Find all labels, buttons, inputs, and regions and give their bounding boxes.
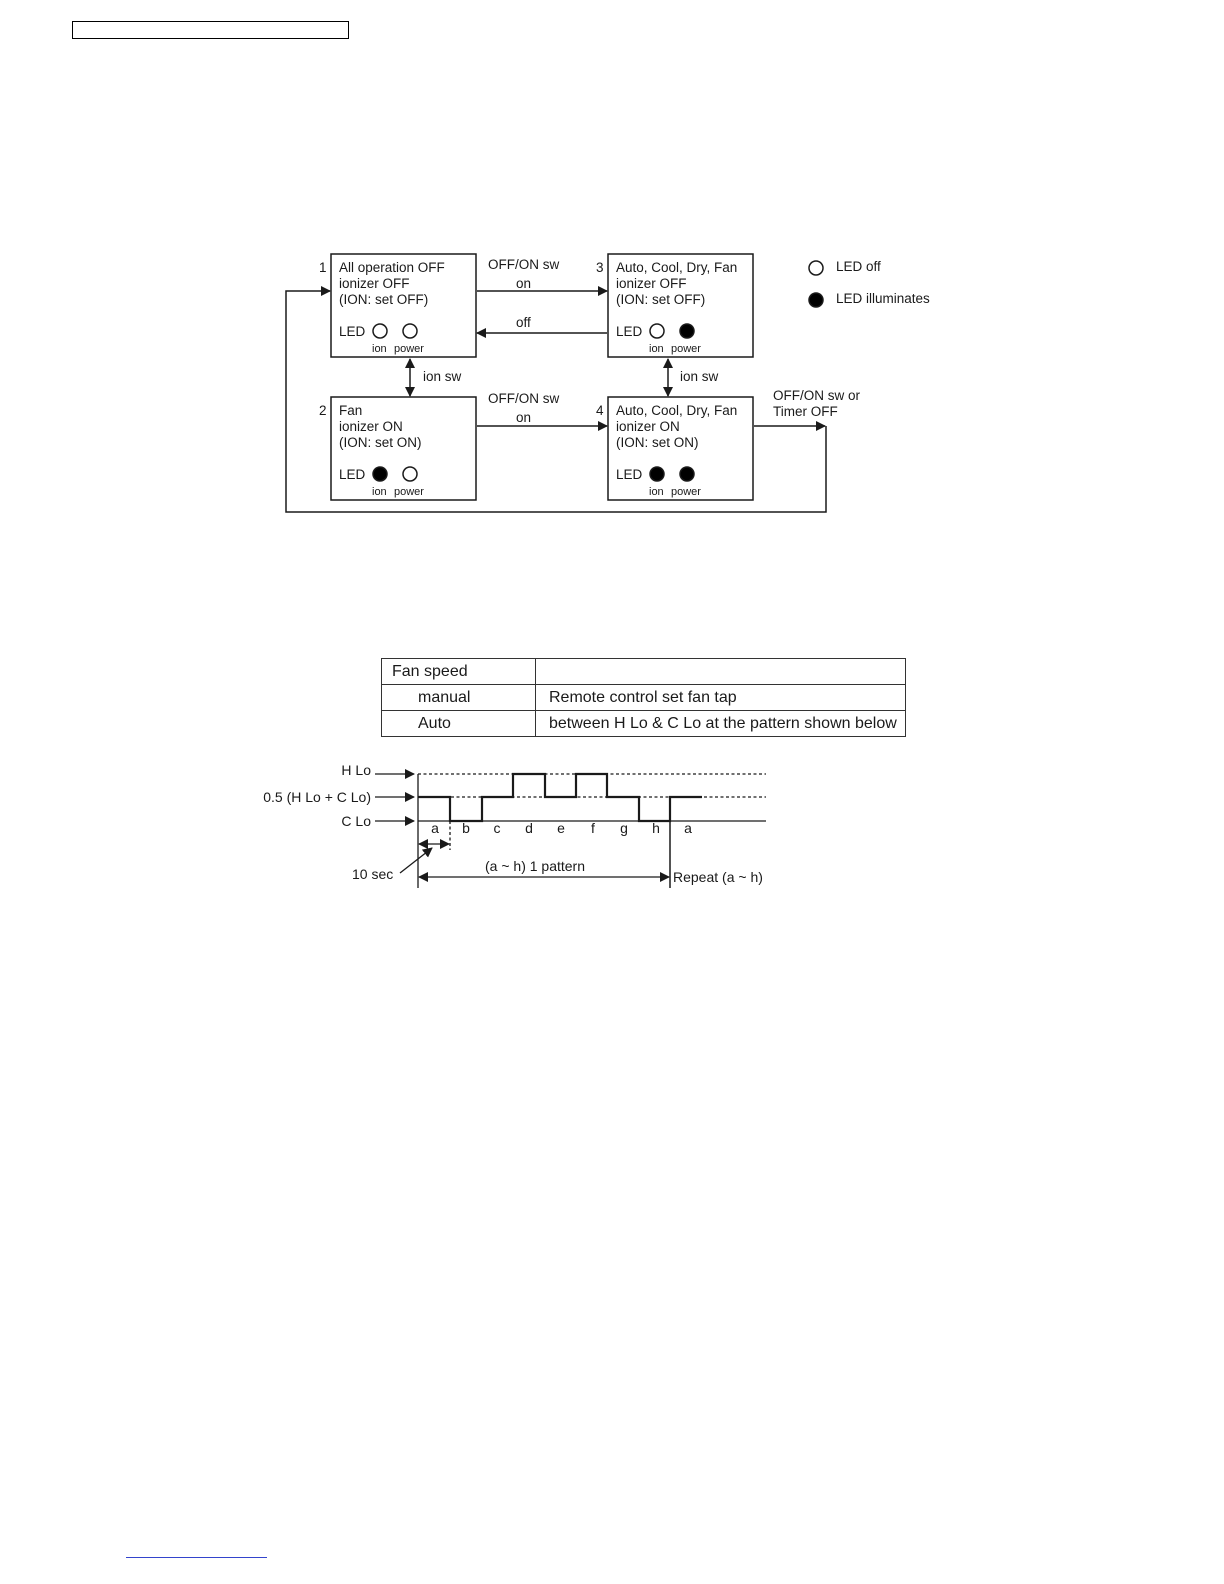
state4-line-2: ionizer ON xyxy=(616,419,680,434)
repeat-label: Repeat (a ~ h) xyxy=(673,869,763,885)
interval-label: 10 sec xyxy=(352,866,393,882)
state2-ion-label: ion xyxy=(372,486,387,498)
state-diagram xyxy=(285,253,827,513)
legend-off-label: LED off xyxy=(836,259,881,274)
state1-number: 1 xyxy=(319,260,327,275)
table-row: Auto between H Lo & C Lo at the pattern … xyxy=(381,710,906,737)
state-box-2 xyxy=(330,396,477,501)
ion-sw-right-label: ion sw xyxy=(680,369,719,384)
segment-label: h xyxy=(652,820,660,836)
state4-number: 4 xyxy=(596,403,604,418)
segment-label: b xyxy=(462,820,470,836)
state2-line-3: (ION: set ON) xyxy=(339,435,422,450)
level-label-mid: 0.5 (H Lo + C Lo) xyxy=(263,789,371,805)
timing-chart: H Lo 0.5 (H Lo + C Lo) C Lo a b c d e f … xyxy=(263,762,766,888)
state4-led-label: LED xyxy=(616,467,643,482)
t41-label-1: OFF/ON sw or xyxy=(773,388,861,403)
table-header-cell xyxy=(535,658,906,685)
table-row: Fan speed xyxy=(381,658,906,685)
t13-label: OFF/ON sw xyxy=(488,257,559,272)
state1-ion-label: ion xyxy=(372,343,387,355)
state3-line-2: ionizer OFF xyxy=(616,276,687,291)
legend-off-icon xyxy=(808,260,824,276)
table-cell: between H Lo & C Lo at the pattern shown… xyxy=(535,710,906,737)
state4-power-led xyxy=(679,466,695,482)
state4-line-3: (ION: set ON) xyxy=(616,435,699,450)
state1-ion-led xyxy=(372,323,388,339)
fan-speed-table: Fan speed manual Remote control set fan … xyxy=(381,658,906,737)
segment-label: d xyxy=(525,820,533,836)
state1-power-label: power xyxy=(394,343,424,355)
state3-ion-led xyxy=(649,323,665,339)
segment-label: a xyxy=(684,820,692,836)
state1-power-led xyxy=(402,323,418,339)
state2-line-2: ionizer ON xyxy=(339,419,403,434)
level-label-low: C Lo xyxy=(341,813,371,829)
state2-number: 2 xyxy=(319,403,327,418)
state2-power-led xyxy=(402,466,418,482)
fan-speed-waveform xyxy=(418,772,702,823)
segment-label: f xyxy=(591,820,595,836)
segment-label: g xyxy=(620,820,628,836)
header-box xyxy=(72,21,349,39)
state3-line-1: Auto, Cool, Dry, Fan xyxy=(616,260,737,275)
footer-link-line xyxy=(126,1557,267,1558)
state1-line-3: (ION: set OFF) xyxy=(339,292,428,307)
t24-label: OFF/ON sw xyxy=(488,391,559,406)
table-cell: manual xyxy=(381,684,536,711)
state2-line-1: Fan xyxy=(339,403,362,418)
state3-led-label: LED xyxy=(616,324,643,339)
state3-line-3: (ION: set OFF) xyxy=(616,292,705,307)
state3-ion-label: ion xyxy=(649,343,664,355)
legend-on-label: LED illuminates xyxy=(836,291,930,306)
state4-line-1: Auto, Cool, Dry, Fan xyxy=(616,403,737,418)
interval-pointer xyxy=(399,847,433,874)
t41-label-2: Timer OFF xyxy=(773,404,838,419)
state2-power-label: power xyxy=(394,486,424,498)
return-path-4-to-1 xyxy=(285,286,827,513)
ion-sw-left-label: ion sw xyxy=(423,369,462,384)
state-box-3 xyxy=(607,253,754,358)
segment-label: e xyxy=(557,820,565,836)
state1-line-2: ionizer OFF xyxy=(339,276,410,291)
state4-ion-label: ion xyxy=(649,486,664,498)
table-cell: Remote control set fan tap xyxy=(535,684,906,711)
state2-led-label: LED xyxy=(339,467,366,482)
state1-line-1: All operation OFF xyxy=(339,260,445,275)
state1-led-label: LED xyxy=(339,324,366,339)
pattern-label: (a ~ h) 1 pattern xyxy=(485,858,585,874)
state-box-1 xyxy=(330,253,477,358)
legend-on-icon xyxy=(808,292,824,308)
t24-sub: on xyxy=(516,410,531,425)
t13-sub: on xyxy=(516,276,531,291)
t31-label: off xyxy=(516,315,531,330)
table-header-cell: Fan speed xyxy=(381,658,536,685)
state4-ion-led xyxy=(649,466,665,482)
state4-power-label: power xyxy=(671,486,701,498)
level-label-high: H Lo xyxy=(341,762,371,778)
state2-ion-led xyxy=(372,466,388,482)
state3-number: 3 xyxy=(596,260,604,275)
state3-power-led xyxy=(679,323,695,339)
table-cell: Auto xyxy=(381,710,536,737)
state-box-4 xyxy=(607,396,754,501)
table-row: manual Remote control set fan tap xyxy=(381,684,906,711)
segment-label: c xyxy=(494,820,501,836)
state3-power-label: power xyxy=(671,343,701,355)
segment-label: a xyxy=(431,820,439,836)
